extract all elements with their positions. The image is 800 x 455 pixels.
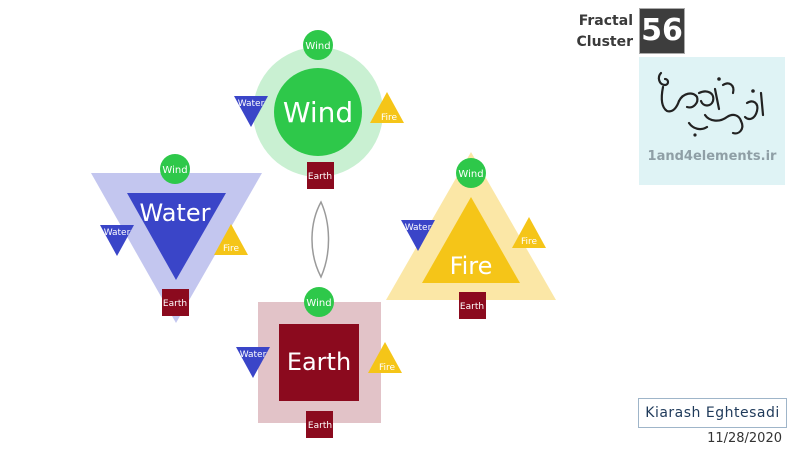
wind-main-label: Wind [283,96,353,129]
wind-sat-fire-label: Fire [381,113,398,123]
water-main-label: Water [140,199,211,227]
wind-sat-water [234,96,268,127]
fire-sat-wind-label: Wind [458,169,483,180]
earth-cluster: Earth Wind Water Fire Earth [236,287,402,438]
earth-sat-earth [306,411,333,438]
wind-sat-wind [303,30,333,60]
author-name: Kiarash Eghtesadi [638,398,787,428]
fractal-label: Fractal [578,13,633,29]
water-sat-fire-label: Fire [223,244,240,254]
earth-sat-earth-label: Earth [308,421,332,431]
earth-sat-wind-label: Wind [306,298,331,309]
fire-sat-earth-label: Earth [460,302,484,312]
earth-main-label: Earth [287,348,351,376]
date-text: 11/28/2020 [707,431,782,446]
water-sat-water-label: Water [104,228,131,238]
fire-main-triangle [422,197,520,283]
cluster-label: Cluster [576,34,633,50]
wind-main-circle [274,68,362,156]
water-sat-earth [162,289,189,316]
earth-sat-fire [368,342,402,373]
earth-sat-fire-label: Fire [379,363,396,373]
fire-sat-fire [512,217,546,248]
earth-main-square [279,324,359,401]
fire-sat-fire-label: Fire [521,237,538,247]
calligraphy-logo-icon [657,71,765,137]
fire-main-label: Fire [450,252,493,280]
fire-sat-water-label: Water [405,223,432,233]
wind-cluster: Wind Wind Water Fire Earth [234,30,404,189]
water-sat-earth-label: Earth [163,299,187,309]
water-main-triangle [127,193,226,280]
wind-sat-water-label: Water [238,99,265,109]
water-sat-wind-label: Wind [162,165,187,176]
fire-sat-earth [459,292,486,319]
wind-sat-fire [370,92,404,123]
fire-cluster: Fire Wind Water Fire Earth [386,152,556,319]
earth-sat-water-label: Water [240,350,267,360]
water-sat-wind [160,154,190,184]
logo-panel: 1and4elements.ir [639,57,785,185]
water-sat-fire [214,224,248,255]
wind-sat-earth [307,162,334,189]
fire-sat-wind [456,158,486,188]
cluster-number-badge: 56 [639,8,685,54]
fire-sat-water [401,220,435,251]
logo-website-text: 1and4elements.ir [647,149,777,164]
wind-sat-earth-label: Earth [308,172,332,182]
water-cluster: Water Wind Water Fire Earth [91,154,262,323]
earth-sat-wind [304,287,334,317]
earth-sat-water [236,347,270,378]
center-leaf-shape [311,200,330,279]
water-sat-water [100,225,134,256]
wind-sat-wind-label: Wind [305,41,330,52]
